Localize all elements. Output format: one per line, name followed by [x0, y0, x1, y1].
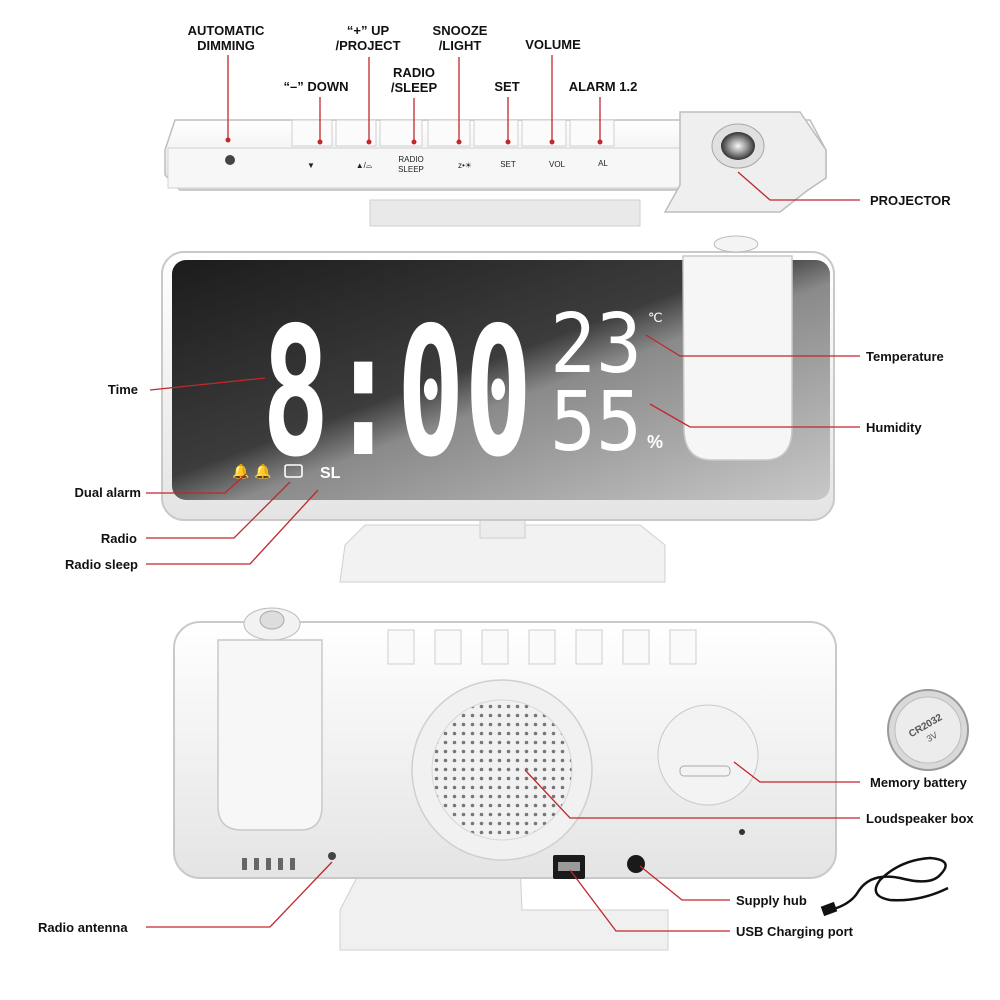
label-projector: PROJECTOR: [870, 193, 951, 208]
up-project-mark: ▲/⌓: [356, 161, 373, 170]
label-time: Time: [107, 382, 138, 397]
label-supply-hub: Supply hub: [736, 893, 807, 908]
sleep-indicator: SL: [320, 465, 341, 482]
label-usb-charging-port: USB Charging port: [736, 924, 853, 939]
label-volume: VOLUME: [525, 37, 581, 52]
label-up-project: “+” UP /PROJECT: [335, 23, 401, 53]
snooze-mark: z•☀: [458, 161, 472, 170]
set-mark: SET: [500, 160, 516, 169]
label-down: “–” DOWN: [283, 79, 349, 94]
alarm-2-icon: 🔔: [254, 463, 271, 480]
mirror-screen: [172, 260, 830, 500]
alarm-1-icon: 🔔: [232, 463, 249, 480]
top-view-device: ▼ ▲/⌓ RADIO SLEEP z•☀ SET VOL AL: [164, 111, 827, 227]
label-alarm: ALARM 1.2: [568, 79, 638, 94]
temperature-display: 23: [550, 297, 642, 392]
back-view-device: [173, 607, 837, 951]
label-automatic-dimming: AUTOMATIC DIMMING: [187, 23, 265, 53]
label-humidity: Humidity: [866, 420, 922, 435]
time-display: 8:00: [262, 289, 532, 496]
vol-mark: VOL: [549, 160, 566, 169]
radio-icon: [284, 464, 303, 478]
humidity-display: 55: [550, 375, 642, 470]
front-view-device: 8:00 23 ℃ 55 % 🔔 🔔 SL: [161, 235, 835, 583]
light-sensor-icon: [225, 155, 235, 165]
al-mark: AL: [598, 159, 608, 168]
radio-mark-1: RADIO: [398, 155, 423, 164]
celsius-unit: ℃: [648, 310, 663, 325]
leader-lines: [146, 55, 860, 932]
label-radio-sleep-top: RADIO /SLEEP: [390, 65, 438, 95]
label-memory-battery: Memory battery: [870, 775, 967, 790]
coin-battery: CR2032 3V: [887, 689, 969, 771]
label-radio: Radio: [100, 531, 137, 546]
power-cable: [829, 856, 949, 912]
label-dual-alarm: Dual alarm: [74, 485, 141, 500]
label-set: SET: [494, 79, 520, 94]
label-radio-sleep: Radio sleep: [65, 557, 138, 572]
label-snooze-light: SNOOZE /LIGHT: [432, 23, 488, 53]
down-mark: ▼: [307, 161, 315, 170]
label-temperature: Temperature: [866, 349, 944, 364]
power-jack-icon: [627, 855, 645, 873]
percent-unit: %: [647, 432, 663, 452]
antenna-port-icon: [328, 852, 336, 860]
label-loudspeaker-box: Loudspeaker box: [866, 811, 974, 826]
battery-voltage: 3V: [925, 730, 940, 744]
label-radio-antenna: Radio antenna: [38, 920, 128, 935]
radio-mark-2: SLEEP: [398, 165, 424, 174]
